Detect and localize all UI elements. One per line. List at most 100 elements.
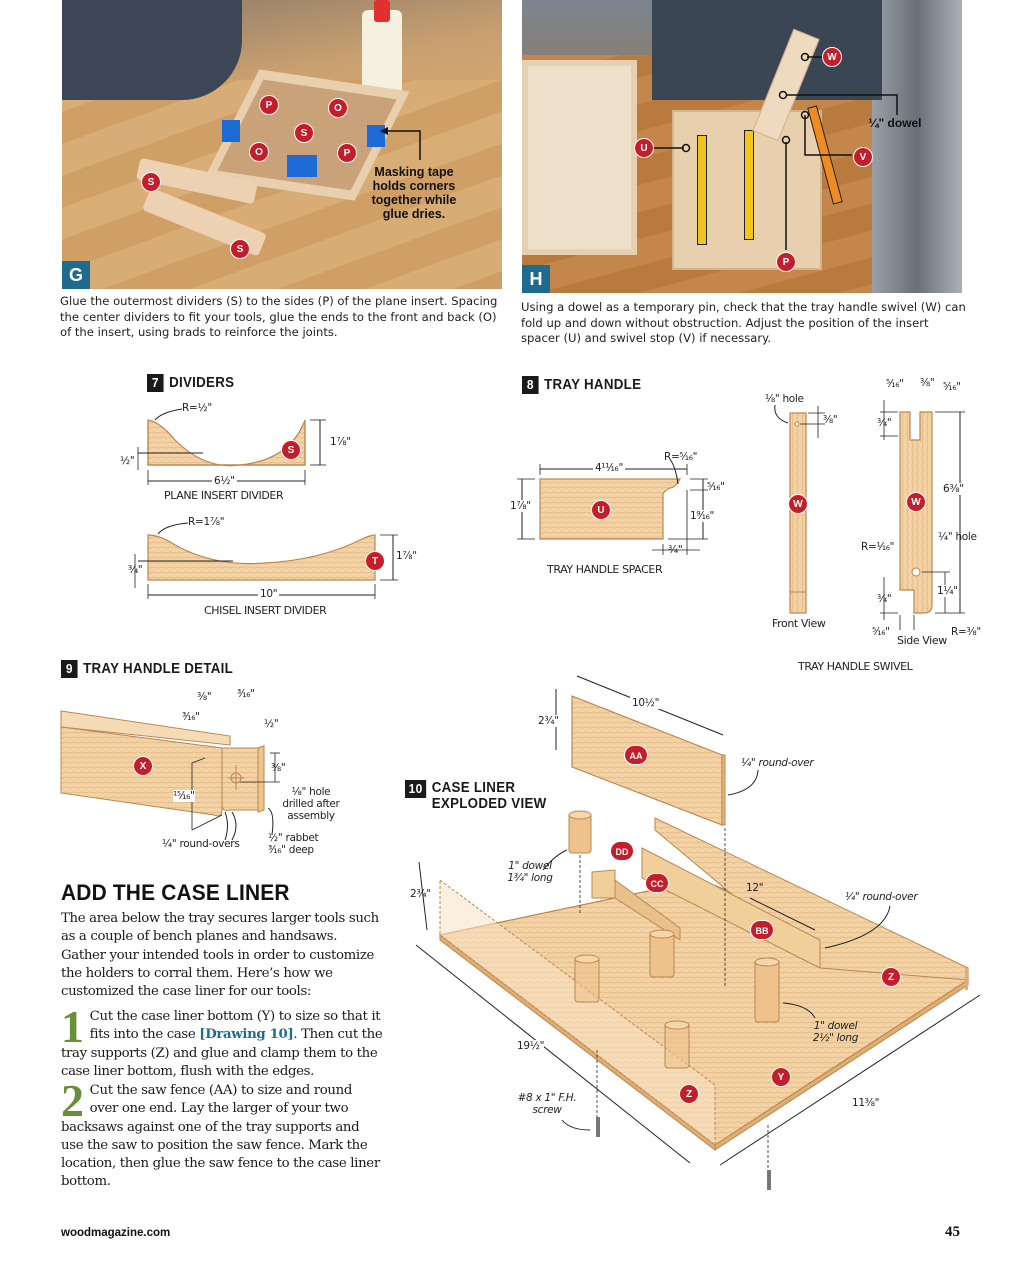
tray-insert [522,60,637,255]
dimension-label: 1⅞" [510,500,531,512]
dimension-label: ⅜" [197,691,212,703]
part-badge: T [365,551,385,571]
article-intro: The area below the tray secures larger t… [61,911,379,1000]
dimension-label: 10" [258,588,280,600]
part-badge: AA [624,745,648,765]
step-text: Cut the saw fence (AA) to size and round… [61,1083,380,1190]
part-badge: O [249,142,269,162]
dimension-label: 11⅜" [852,1097,880,1109]
dimension-label: 1⁹⁄₁₆" [690,510,715,522]
masking-tape [287,155,317,177]
part-badge: BB [750,920,774,940]
photo-g: P O S O P S S Masking tape holds corners… [62,0,502,289]
step-text: . Then cut the tray supports (Z) and glu… [61,1027,383,1079]
step-number: 2 [61,1075,84,1126]
dimension-label: 2¾" [410,888,431,900]
photo-label-g: G [62,261,90,289]
dimension-label: ⁵⁄₁₆" [707,481,725,493]
drawing-number: 8 [522,376,539,394]
part-badge: S [141,172,161,192]
part-badge: Z [881,967,901,987]
drawing-title-line-1: CASE LINER [431,780,516,796]
step-1: 1 Cut the case liner bottom (Y) to size … [61,1001,383,1081]
dimension-label: ⁵⁄₁₆" [872,626,890,638]
part-badge: O [328,98,348,118]
dimension-label: 12" [746,882,764,894]
tray-handle-swivel-label: TRAY HANDLE SWIVEL [798,660,913,673]
hole-note: ⅛" hole drilled after assembly [282,786,340,822]
part-badge: Z [679,1084,699,1104]
step-number: 1 [61,1001,84,1052]
drawing-title-line-2: EXPLODED VIEW [431,796,547,812]
part-badge: P [337,143,357,163]
dimension-label: ⅛" hole [765,393,804,405]
drawing-title: TRAY HANDLE DETAIL [83,661,234,677]
dimension-label: 2¾" [538,715,559,727]
plane-insert-divider-label: PLANE INSERT DIVIDER [164,489,284,502]
dimension-label: ¾" [128,564,143,576]
front-view-label: Front View [772,617,826,630]
dowel-callout: ¼" dowel [868,116,922,130]
dimension-label: 10½" [630,697,662,709]
drawing-number: 7 [147,374,164,392]
dimension-label: 4¹¹⁄₁₆" [593,462,626,474]
dimension-label: ⅜" [823,414,838,426]
part-badge: Y [771,1067,791,1087]
dimension-label: ¾" [877,593,892,605]
clamp [697,135,707,245]
part-badge: S [230,239,250,259]
clamp [744,130,754,240]
dimension-label: ⅜" [271,762,286,774]
drawing-10-link[interactable]: [Drawing 10] [199,1027,294,1043]
drawing-8-heading: 8 TRAY HANDLE [522,376,641,394]
part-badge: W [822,47,842,67]
dimension-label: 6⅜" [943,483,964,495]
step-2: 2 Cut the saw fence (AA) to size and rou… [61,1075,383,1192]
dimension-label: ½" [264,718,279,730]
step-text: Cut the case liner bottom (Y) to size so… [89,1009,381,1043]
dimension-label: ⁵⁄₁₆" [943,381,961,393]
photo-h-caption: Using a dowel as a temporary pin, check … [521,300,966,345]
dimension-label: R=½" [182,402,212,414]
drawing-7-heading: 7 DIVIDERS [147,374,234,392]
part-badge: P [776,252,796,272]
roundover-note: ¼" round-overs [162,838,240,850]
dimension-label: R=1⅞" [188,516,225,528]
glue-cap [374,0,390,22]
tray-handle-spacer-label: TRAY HANDLE SPACER [547,563,663,576]
floor [872,0,962,293]
part-badge: S [294,123,314,143]
dimension-label: ⁵⁄₁₆" [886,378,904,390]
footer-site[interactable]: woodmagazine.com [61,1227,171,1239]
drawing-number: 10 [405,780,427,798]
person-apron [652,0,882,100]
dimension-label: R=⁵⁄₁₆" [664,451,698,463]
person-arms [62,0,242,100]
drawing-title: DIVIDERS [169,375,235,391]
part-badge: V [853,147,873,167]
masking-tape [367,125,385,147]
dimension-label: ¼" round-over [845,891,918,903]
masking-tape [222,120,240,142]
rabbet-note: ½" rabbet ³⁄₁₆" deep [268,832,319,856]
drawing-title: TRAY HANDLE [544,377,642,393]
side-view-label: Side View [897,634,947,647]
dimension-label: ⅜" [920,377,935,389]
drawing-10-heading: 10 CASE LINER EXPLODED VIEW [405,780,547,812]
part-badge: CC [645,873,669,893]
page-number: 45 [945,1224,960,1240]
dimension-label: 19½" [517,1040,545,1052]
drawing-number: 9 [61,660,78,678]
dimension-label: 1⅞" [330,436,351,448]
article-heading: ADD THE CASE LINER [61,880,290,905]
dimension-label: ³⁄₁₆" [237,688,255,700]
dimension-label: ¼" hole [938,531,977,543]
dimension-label: ³⁄₁₆" [182,711,200,723]
screw-note: #8 x 1" F.H. screw [517,1092,577,1116]
part-badge: U [634,138,654,158]
dimension-label: R=¹⁄₁₆" [861,541,895,553]
part-badge: P [259,95,279,115]
dimension-label: 1¼" [937,585,958,597]
part-badge: W [788,494,808,514]
dimension-label: ¹⁵⁄₁₆" [173,790,195,802]
